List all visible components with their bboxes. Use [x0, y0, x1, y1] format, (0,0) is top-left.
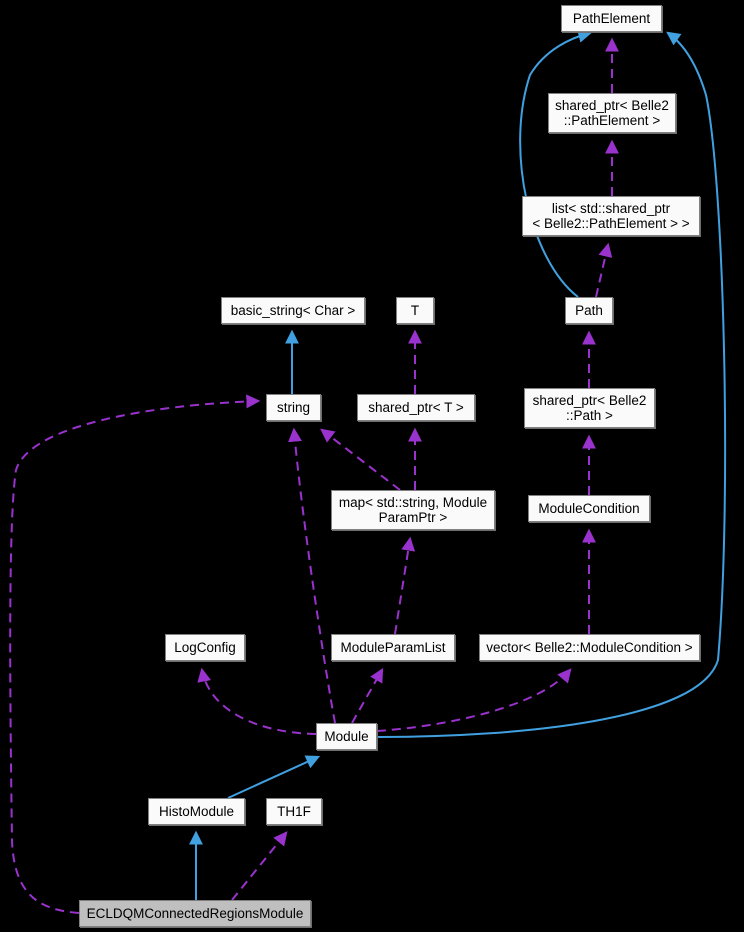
edge-histomodule-to-module [227, 755, 321, 799]
edge-ecldqm-to-string [9, 394, 261, 914]
edge-map-to-string [320, 428, 401, 491]
node-modulecondition[interactable]: ModuleCondition [528, 495, 650, 522]
edge-module-to-moduleparamlist [351, 667, 384, 724]
node-module[interactable]: Module [316, 723, 377, 750]
edge-module-to-pathelement [376, 31, 727, 738]
edge-module-to-vector [376, 668, 572, 732]
inheritance-edges [189, 29, 727, 900]
node-list-shared-ptr-belle2-pathelement[interactable]: list< std::shared_ptr < Belle2::PathElem… [522, 196, 700, 236]
node-pathelement[interactable]: PathElement [561, 5, 662, 32]
node-map-string-moduleparamptr[interactable]: map< std::string, Module ParamPtr > [331, 490, 495, 530]
node-histomodule[interactable]: HistoModule [148, 798, 245, 825]
node-logconfig[interactable]: LogConfig [165, 634, 245, 661]
edge-module-to-string [288, 427, 336, 724]
node-basic-string-char[interactable]: basic_string< Char > [221, 297, 365, 324]
edge-module-to-logconfig [197, 667, 317, 735]
node-path[interactable]: Path [565, 297, 613, 324]
edge-path-to-list [595, 242, 613, 298]
node-t[interactable]: T [396, 297, 434, 324]
node-shared-ptr-t[interactable]: shared_ptr< T > [357, 394, 475, 421]
node-ecldqmconnectedregionsmodule[interactable]: ECLDQMConnectedRegionsModule [79, 900, 311, 927]
node-shared-ptr-belle2-path[interactable]: shared_ptr< Belle2 ::Path > [524, 388, 655, 428]
edge-path-to-pathelement [519, 29, 593, 298]
node-th1f[interactable]: TH1F [266, 798, 322, 825]
edge-ecldqm-to-th1f [231, 831, 288, 901]
node-shared-ptr-belle2-pathelement[interactable]: shared_ptr< Belle2 ::PathElement > [548, 93, 676, 133]
usage-edges [9, 37, 619, 914]
edge-moduleparamlist-to-map [394, 536, 416, 635]
node-moduleparamlist[interactable]: ModuleParamList [331, 634, 455, 661]
node-string[interactable]: string [266, 394, 321, 421]
node-vector-belle2-modulecondition[interactable]: vector< Belle2::ModuleCondition > [479, 634, 700, 661]
